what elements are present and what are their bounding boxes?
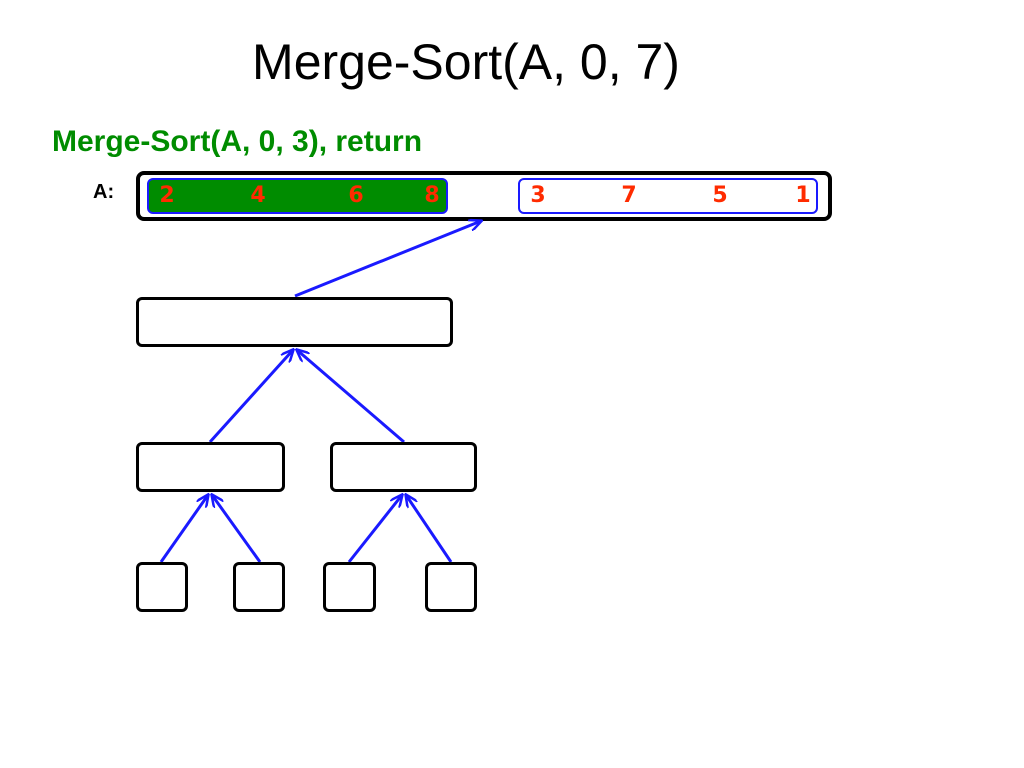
arrow-leaf1-to-left [159, 495, 208, 563]
array-cell-0: 2 [159, 183, 175, 208]
array-cell-7: 1 [795, 183, 811, 208]
array-cell-6: 5 [712, 183, 728, 208]
tree-node-level3-2 [233, 562, 285, 612]
tree-node-level3-3 [323, 562, 376, 612]
unsorted-right-half [518, 178, 818, 214]
array-cell-3: 8 [424, 183, 440, 208]
slide-title: Merge-Sort(A, 0, 7) [252, 34, 680, 90]
array-cell-5: 7 [621, 183, 637, 208]
array-label: A: [93, 181, 115, 203]
array-cell-1: 4 [250, 183, 266, 208]
arrow-leaf2-to-left [212, 495, 262, 563]
call-status: Merge-Sort(A, 0, 3), return [52, 125, 423, 158]
arrow-leaf3-to-right [347, 495, 402, 563]
tree-node-level1 [136, 297, 453, 347]
arrow-leaf4-to-right [406, 495, 453, 563]
tree-node-level2-right [330, 442, 477, 492]
sorted-left-half [147, 178, 448, 214]
arrow-root-to-array [294, 221, 481, 298]
array-cell-4: 3 [530, 183, 546, 208]
arrow-left-to-root [208, 350, 293, 444]
array-cell-2: 6 [348, 183, 364, 208]
tree-node-level3-1 [136, 562, 188, 612]
arrow-right-to-root [297, 350, 405, 444]
tree-node-level3-4 [425, 562, 477, 612]
tree-node-level2-left [136, 442, 285, 492]
